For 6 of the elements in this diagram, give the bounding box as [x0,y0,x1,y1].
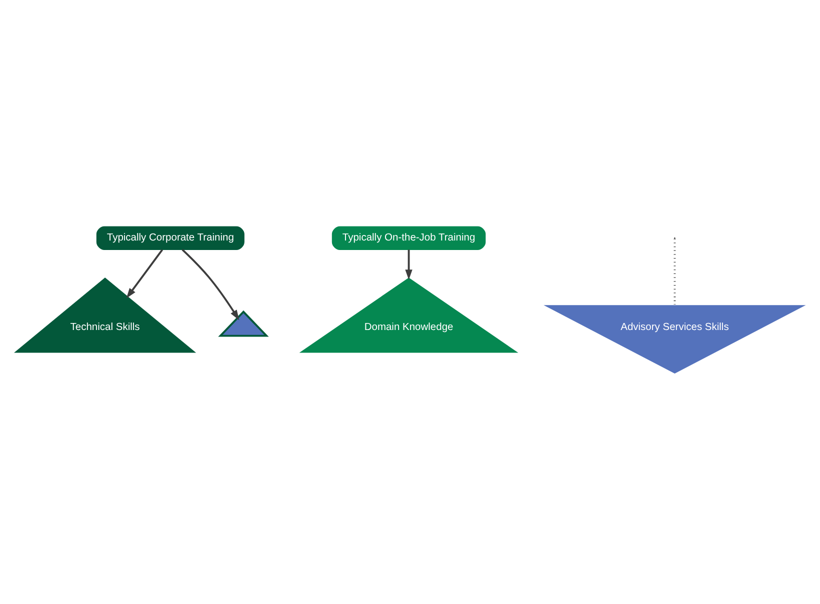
connector [674,238,676,304]
arrow [182,248,240,320]
arrow [126,248,164,298]
arrow [405,249,412,280]
node-box: Typically On-the-Job Training [332,226,486,250]
node-box: Typically Corporate Training [96,226,244,250]
